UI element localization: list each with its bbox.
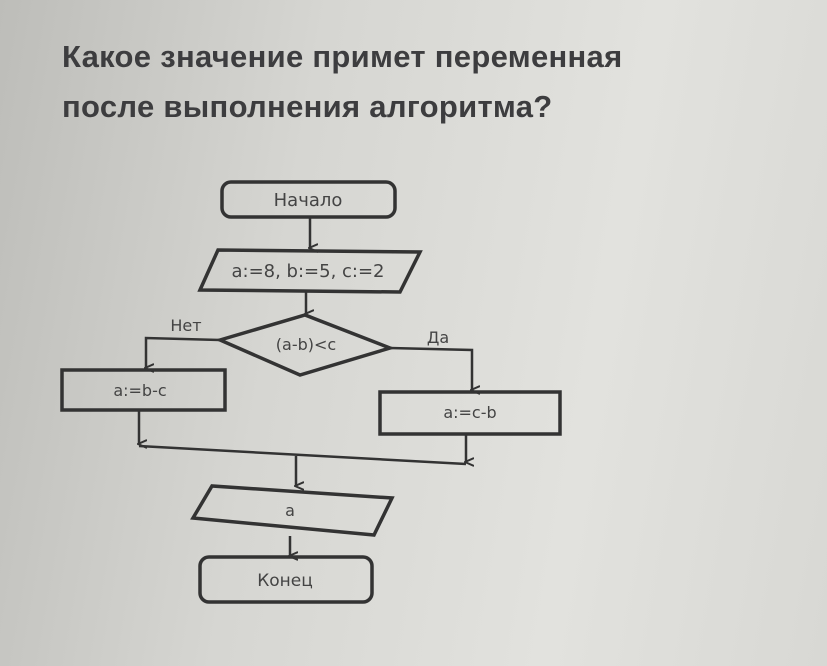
output-label: a <box>285 501 295 520</box>
yes-action-label: a:=c-b <box>443 403 496 422</box>
start-label: Начало <box>274 190 343 211</box>
output-parallelogram <box>190 484 395 537</box>
input-label: a:=8, b:=5, c:=2 <box>231 261 384 282</box>
end-terminal <box>198 555 374 604</box>
no-action-label: a:=b-c <box>113 381 166 400</box>
no-action-box <box>60 368 227 412</box>
yes-label: Да <box>427 328 449 347</box>
input-parallelogram <box>197 248 423 294</box>
question-line-1: Какое значение примет переменная <box>62 39 623 74</box>
end-label: Конец <box>257 571 313 591</box>
start-terminal <box>220 180 397 219</box>
no-label: Нет <box>170 316 201 335</box>
arrow-no-branch <box>146 336 221 368</box>
question-title: Какое значение примет переменная после в… <box>62 32 622 132</box>
arrow-yes-branch <box>389 346 472 390</box>
question-line-2: после выполнения алгоритма? <box>62 89 553 124</box>
merge-line <box>138 444 467 466</box>
condition-label: (a-b)<c <box>276 335 336 354</box>
